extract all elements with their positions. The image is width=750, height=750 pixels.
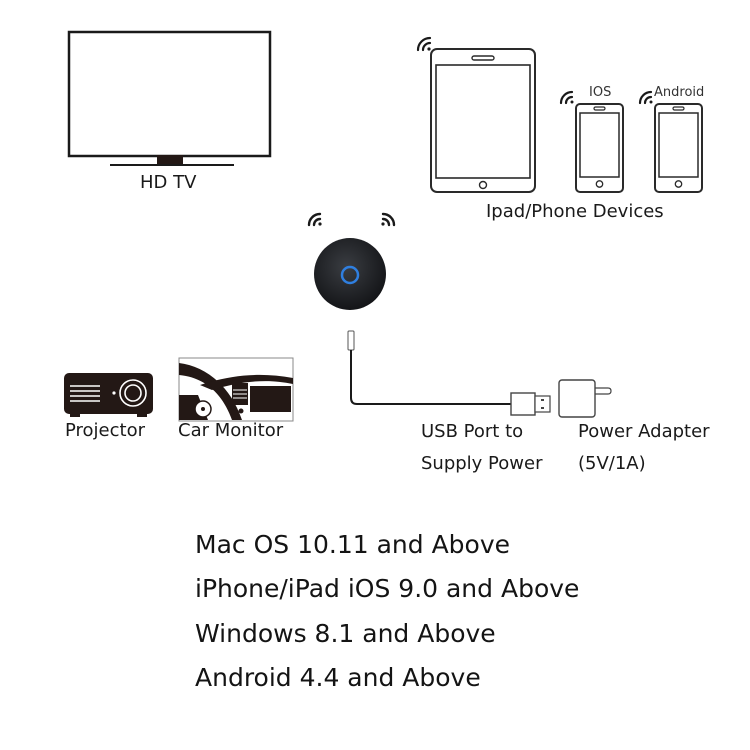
devices-group-label: Ipad/Phone Devices bbox=[486, 201, 664, 222]
adapter-label-line1: Power Adapter bbox=[578, 421, 710, 442]
usb-label-line1: USB Port to bbox=[421, 421, 524, 442]
requirement-item: iPhone/iPad iOS 9.0 and Above bbox=[195, 574, 580, 603]
hdtv-label: HD TV bbox=[140, 172, 197, 193]
requirement-item: Windows 8.1 and Above bbox=[195, 619, 496, 648]
projector-label: Projector bbox=[65, 420, 145, 441]
ios-label: IOS bbox=[589, 85, 612, 100]
requirement-item: Mac OS 10.11 and Above bbox=[195, 530, 511, 559]
requirement-item: Android 4.4 and Above bbox=[195, 663, 481, 692]
adapter-label-line2: (5V/1A) bbox=[578, 453, 646, 474]
car-monitor-label: Car Monitor bbox=[178, 420, 284, 441]
usb-label-line2: Supply Power bbox=[421, 453, 543, 474]
android-label: Android bbox=[654, 85, 705, 100]
